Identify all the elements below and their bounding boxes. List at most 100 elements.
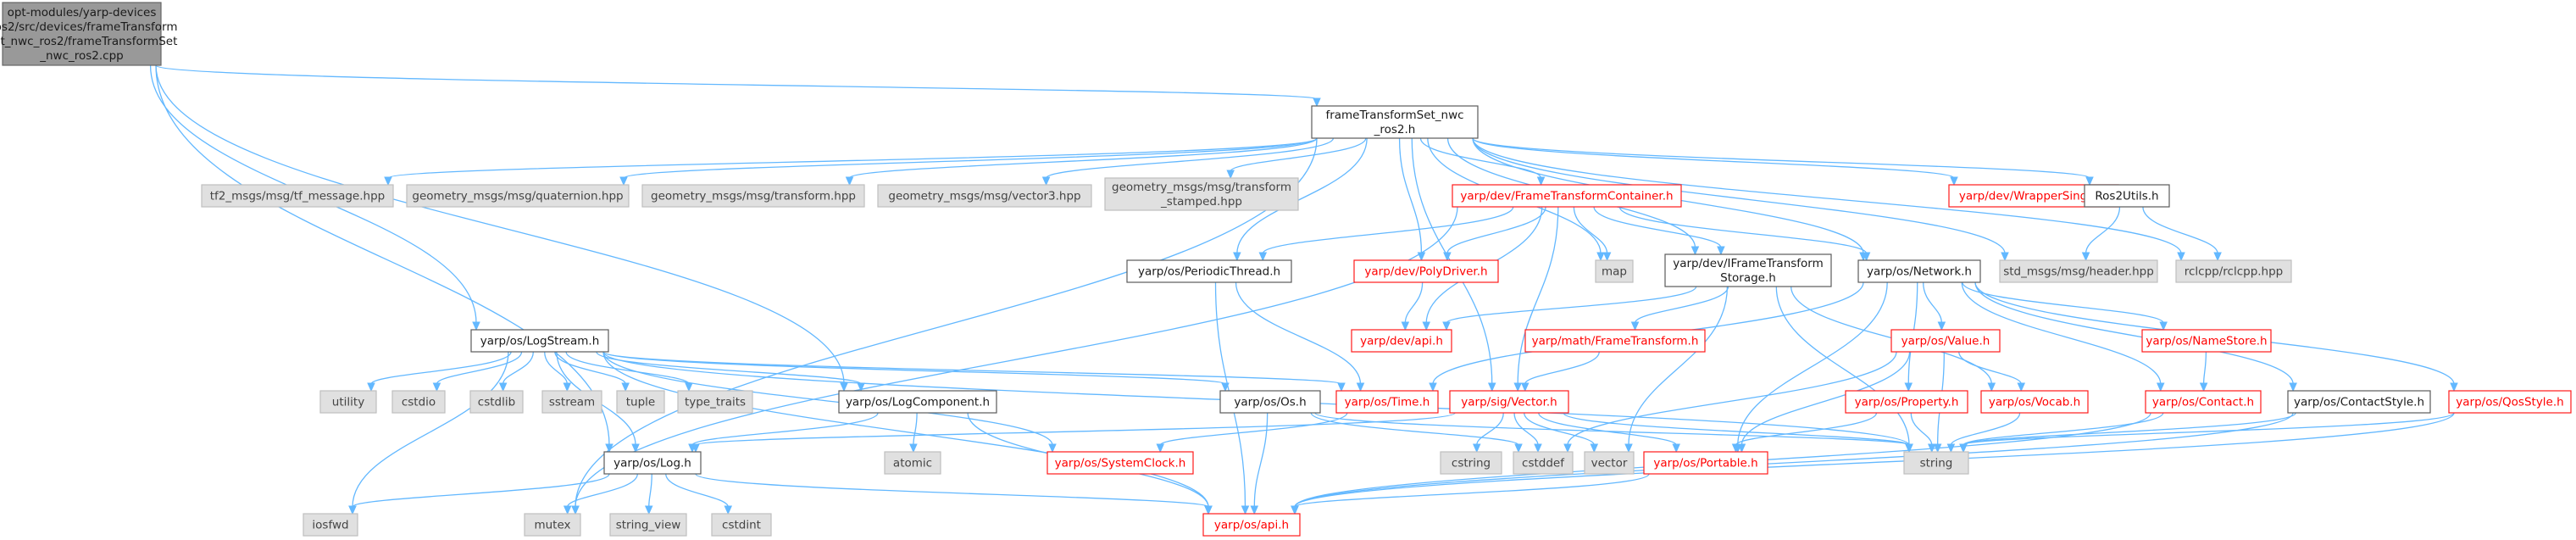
edge-arrowhead [1401,321,1410,331]
node-yarp-os-contactstyle-h[interactable]: yarp/os/ContactStyle.h [2287,390,2431,414]
edge-arrowhead [1221,382,1230,392]
edge-arrowhead [1422,321,1431,331]
edge-arrowhead [1536,176,1546,186]
node-box [1584,451,1635,475]
node-label: yarp/os/NameStore.h [2146,335,2267,348]
edge-arrowhead [1737,443,1746,454]
node-yarp-os-qosstyle-h[interactable]: yarp/os/QosStyle.h [2448,390,2572,414]
node-yarp-os-systemclock-h[interactable]: yarp/os/SystemClock.h [1046,451,1194,475]
edge-arrowhead [2017,382,2026,392]
node-yarp-os-namestore-h[interactable]: yarp/os/NameStore.h [2141,329,2272,353]
node-yarp-os-logstream-h[interactable]: yarp/os/LogStream.h [470,329,609,353]
edge-network-to-portable [1737,281,1888,446]
edge-ftc-to-sigvector [1517,206,1559,385]
edge-arrowhead [619,176,628,186]
node-label: geometry_msgs/msg/quaternion.hpp [412,190,623,203]
node-atomic: atomic [884,451,941,475]
edge-ftc-to-iftstorage [1593,206,1722,248]
edge-arrowhead [2213,252,2222,262]
edge-arrowhead [1156,443,1165,454]
node-label: utility [332,396,364,409]
edge-logstream-to-cstdlib [502,351,534,385]
edge-arrowhead [2450,382,2458,392]
node-string-view: string_view [609,513,687,537]
node-label: vector [1591,457,1628,470]
node-cstdio: cstdio [391,390,446,414]
edge-qosstyle-to-string [1963,412,2455,446]
node-label: yarp/dev/IFrameTransform [1673,257,1824,270]
node-yarp-os-vocab-h[interactable]: yarp/os/Vocab.h [1980,390,2089,414]
edge-arrowhead [348,505,357,515]
node-yarp-os-value-h[interactable]: yarp/os/Value.h [1890,329,2001,353]
node-yarp-os-log-h[interactable]: yarp/os/Log.h [603,451,702,475]
edge-arrowhead [2081,252,2090,262]
edge-arrowhead [845,176,854,186]
node-box [1643,451,1768,475]
node-yarp-os-portable-h[interactable]: yarp/os/Portable.h [1643,451,1768,475]
node-label: sstream [549,396,595,409]
edge-time-to-sysclock [1159,412,1348,446]
node-box [677,390,753,414]
node-yarp-math-frametransform-h[interactable]: yarp/math/FrameTransform.h [1524,329,1706,353]
node-yarp-dev-polydriver-h[interactable]: yarp/dev/PolyDriver.h [1353,259,1499,283]
edge-property-to-string [1910,412,1933,446]
node-yarp-os-os-h[interactable]: yarp/os/Os.h [1219,390,1321,414]
node-yarp-os-time-h[interactable]: yarp/os/Time.h [1335,390,1439,414]
edge-arrowhead [2199,382,2208,392]
edge-logstream-to-typetraits [565,351,690,385]
node-yarp-dev-api-h[interactable]: yarp/dev/api.h [1351,329,1452,353]
node-label: yarp/math/FrameTransform.h [1532,335,1699,348]
edge-arrowhead [1513,382,1522,392]
edge-logstream-to-osapi [602,351,1209,508]
edge-arrowhead [1596,252,1605,262]
edge-arrowhead [563,505,572,515]
edge-arrowhead [1672,443,1680,454]
node-label: -ros2/src/devices/frameTransform [0,20,177,34]
node-yarp-dev-frametransformcontainer-h[interactable]: yarp/dev/FrameTransformContainer.h [1452,184,1682,208]
node-yarp-os-api-h[interactable]: yarp/os/api.h [1202,513,1301,537]
node-type-traits: type_traits [677,390,753,414]
node-ros2utils-h[interactable]: Ros2Utils.h [2084,184,2170,208]
node-yarp-sig-vector-h[interactable]: yarp/sig/Vector.h [1449,390,1569,414]
node-mutex: mutex [524,513,581,537]
edge-mathft-to-sigvector [1524,351,1600,385]
node-yarp-os-network-h[interactable]: yarp/os/Network.h [1857,259,1981,283]
edge-portable-to-osapi [1294,473,1650,508]
node-opt-modules-yarp-devices-ros2-src-devices-frametransformset-nwc-ros2-frametransformset-nwc-ros2-cpp[interactable]: opt-modules/yarp-devices-ros2/src/device… [0,2,177,66]
edge-arrowhead [1987,382,1996,392]
edge-iftstorage-to-vector [1628,286,1729,446]
edge-arrowhead [621,382,630,392]
node-geometry-msgs-msg-vector3-hpp: geometry_msgs/msg/vector3.hpp [877,184,1092,208]
node-box [1351,329,1452,353]
edge-fts-to-quat [623,137,1318,179]
node-yarp-os-logcomponent-h[interactable]: yarp/os/LogComponent.h [838,390,997,414]
node-label: geometry_msgs/msg/transform [1112,181,1291,194]
node-yarp-os-property-h[interactable]: yarp/os/Property.h [1845,390,1968,414]
edge-ros2utils-to-header [2085,206,2121,254]
edge-sigvector-to-cstddef [1513,412,1539,446]
node-box [1449,390,1569,414]
edge-loh-to-iosfwd [352,473,610,508]
edge-sigvector-to-vector [1524,412,1595,446]
edge-root-to-loh [155,64,610,446]
node-box [1524,329,1706,353]
node-label: yarp/dev/PolyDriver.h [1364,265,1487,279]
edge-arrowhead [1258,252,1268,262]
edge-arrowhead [1717,246,1725,256]
node-geometry-msgs-msg-transform-stamped-hpp: geometry_msgs/msg/transform_stamped.hpp [1104,177,1299,211]
edge-logstream-to-sysclock [602,351,1053,446]
edge-iftstorage-to-devapi [1446,286,1697,324]
node-yarp-os-periodicthread-h[interactable]: yarp/os/PeriodicThread.h [1126,259,1292,283]
node-label: yarp/os/PeriodicThread.h [1138,265,1280,279]
node-yarp-os-contact-h[interactable]: yarp/os/Contact.h [2145,390,2262,414]
node-label: cstddef [1522,457,1565,470]
edge-loh-to-osapi [695,473,1209,508]
edge-iftstorage-to-string [1775,286,1910,446]
node-label: type_traits [685,396,746,409]
node-box [1202,513,1301,537]
node-frametransformset-nwc-ros2-h[interactable]: frameTransformSet_nwc_ros2.h [1311,105,1479,139]
node-std-msgs-msg-header-hpp: std_msgs/msg/header.hpp [1999,259,2158,283]
node-box [641,184,865,208]
